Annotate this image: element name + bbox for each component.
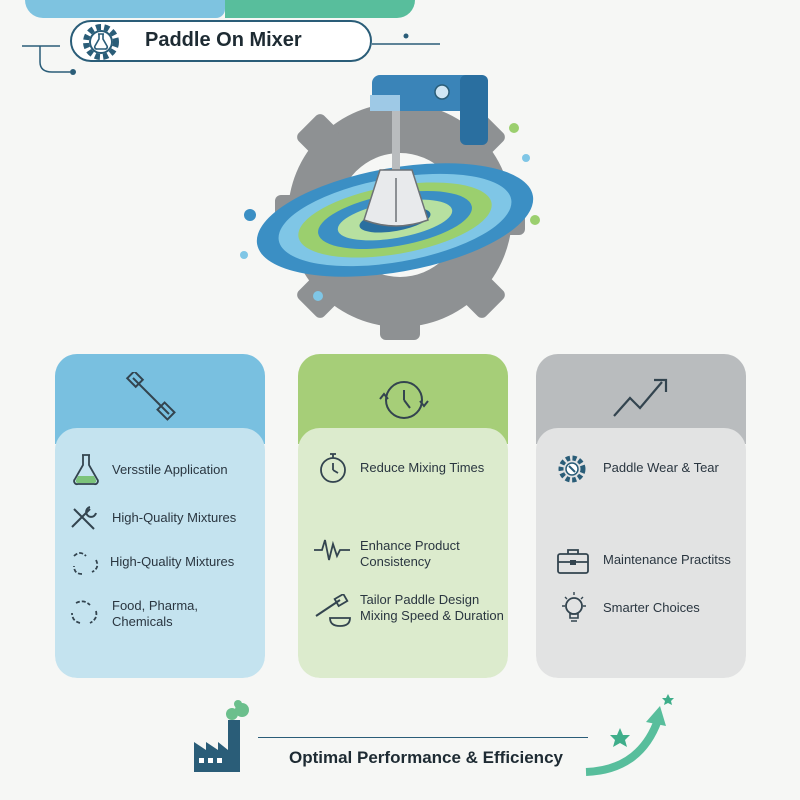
gear-flask-icon (83, 24, 119, 60)
growth-arrow-icon (585, 694, 674, 776)
header-banner-right (225, 0, 415, 18)
list-item: Smarter Choices (603, 600, 700, 615)
toolbox-icon (557, 549, 589, 574)
list-item: Food, Pharma, Chemicals (112, 598, 198, 629)
flask-icon (73, 454, 99, 486)
stopwatch-icon (320, 453, 346, 483)
list-item: Tailor Paddle Design Mixing Speed & Dura… (360, 592, 504, 623)
list-item: Maintenance Practitss (603, 552, 731, 567)
title-connector-lines (22, 33, 440, 75)
list-item: Versstile Application (112, 462, 228, 477)
factory-icon (194, 700, 249, 772)
list-item: Enhance Product Consistency (360, 538, 460, 569)
list-item: Reduce Mixing Times (360, 460, 485, 475)
card-considerations (536, 354, 746, 678)
card-body (55, 428, 265, 678)
tools-icon (71, 506, 97, 530)
paddle-bowl-icon (315, 594, 351, 627)
trend-up-icon (613, 378, 668, 417)
list-item: High-Quality Mixtures (110, 554, 235, 569)
footer-tagline: Optimal Performance & Efficiency (289, 748, 563, 767)
header-banner-left (25, 0, 225, 18)
waveform-icon (314, 539, 350, 561)
footer-divider (258, 737, 588, 738)
clock-cycle-icon (379, 381, 429, 419)
list-item: Paddle Wear & Tear (603, 460, 719, 475)
swirl-arrows-icon (73, 552, 99, 575)
paddle-icon (125, 372, 176, 421)
page-title: Paddle On Mixer (145, 29, 302, 51)
title-pill (70, 20, 372, 62)
gear-wrench-icon (558, 455, 586, 483)
lightbulb-icon (562, 592, 586, 622)
recycle-arrows-icon (71, 600, 98, 624)
card-versatility (55, 354, 265, 678)
paddle-mixer-illustration (240, 75, 540, 340)
list-item: High-Quality Mixtures (112, 510, 237, 525)
